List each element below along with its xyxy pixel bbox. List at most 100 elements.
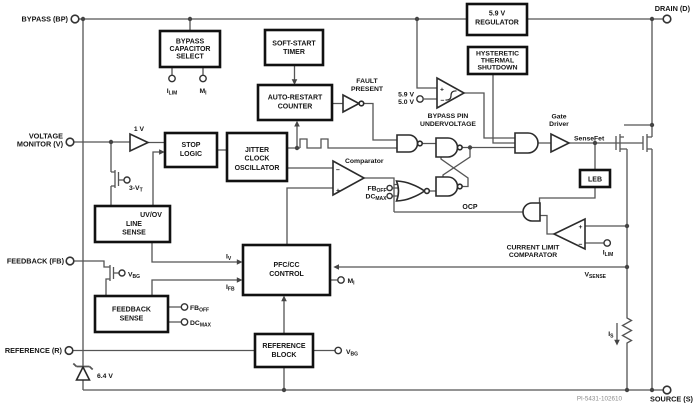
block-label: SELECT [176,54,204,61]
block-label: COUNTER [278,104,313,111]
block-label: OSCILLATOR [235,165,280,172]
signal-mi-out: MI [348,278,356,286]
part-number: PI-5431-102610 [577,396,623,403]
pin-voltage-monitor [65,137,75,147]
output-and-gate [514,132,539,154]
block-label: LINE [126,221,142,228]
block-59v-regulator: 5.9 V REGULATOR [465,2,529,37]
signal-dcmax: DCMAX [366,194,388,202]
signal-fboff-out: FBOFF [190,305,209,313]
label-fault-present: FAULT [356,78,378,85]
terminal-ilim [168,74,176,83]
block-label: 5.9 V [489,11,506,18]
block-label: SOFT-START [272,41,316,48]
clock-nand-gate [396,134,419,153]
label-bypass-pin-undervoltage: BYPASS PIN [428,113,469,120]
label-uv-high: 5.9 V [398,92,414,99]
sense-resistor [621,316,633,346]
block-label: CLOCK [245,156,270,163]
zener-anode-triangle [75,365,91,381]
current-limit-comparator-triangle [552,217,586,251]
block-label: LEB [588,177,602,184]
vsense-arrow [333,264,339,270]
block-label: TIMER [283,49,305,56]
wire-net [73,18,663,391]
block-reference-block: REFERENCE BLOCK [253,332,315,369]
label-gate-driver: Driver [549,121,569,128]
block-label: FEEDBACK [112,307,151,314]
pin-reference [64,345,74,356]
linesense-arrow [159,149,165,155]
signal-3vt: 3-VT [129,185,143,193]
block-label: REGULATOR [475,20,519,27]
clock-arrow [294,120,300,127]
block-label: STOP [182,142,201,149]
minus-sign: − [336,167,340,174]
gate-driver-triangle [550,132,571,154]
inverter-bubble [358,100,365,107]
block-label: HYSTERETIC [476,51,519,58]
block-label: SENSE [120,316,144,323]
ocp-and-gate [522,202,541,222]
block-bypass-capacitor-select: BYPASS CAPACITOR SELECT [158,29,222,69]
timer-arrow [291,79,298,85]
pwm-comparator [332,159,366,197]
block-uvov-line-sense: UV/OV LINE SENSE [93,204,172,244]
block-leb: LEB [578,168,612,189]
signal-is: IS [608,331,614,339]
terminal-uv-threshold [416,95,424,103]
block-label: CAPACITOR [170,46,211,53]
zener-diode [72,362,94,381]
signal-fboff: FBOFF [367,186,386,194]
refblock-arrow [281,295,287,302]
signal-dcmax-out: DCMAX [190,320,212,328]
plus-sign: + [336,188,340,195]
minus-sign: − [441,98,445,105]
junction-dots [80,16,655,393]
wires [73,18,663,391]
pin-label-drain: DRAIN (D) [655,4,691,13]
labels: BYPASS (BP) VOLTAGE MONITOR (V) FEEDBACK… [5,4,694,404]
terminal-dcmax-out [180,318,189,326]
gates [129,76,586,251]
terminal-dcmax-in [386,192,393,200]
terminal-fboff-out [180,303,189,311]
label-current-limit-comparator: CURRENT LIMIT [507,245,561,252]
terminal-vbg-fet [123,176,131,184]
buffer-1v [129,132,150,153]
block-label: CONTROL [269,271,304,278]
block-label: UV/OV [140,212,162,219]
block-pfc-cc-control: PFC/CC CONTROL [241,243,332,297]
signal-mi: MI [199,88,207,96]
pin-label-voltage-monitor: VOLTAGE [29,132,63,141]
nand-bubble [456,144,463,151]
terminal-ilim-right [603,239,612,247]
block-label: LOGIC [180,151,202,158]
block-label: PFC/CC [273,262,299,269]
block-hysteretic-thermal-shutdown: HYSTERETIC THERMAL SHUTDOWN [466,45,529,76]
block-label: BYPASS [176,39,205,46]
pin-drain [662,14,672,24]
block-jitter-clock-oscillator: JITTER CLOCK OSCILLATOR [225,131,289,183]
terminal-mi-out [337,276,345,284]
nand-bubble [416,140,424,147]
block-label: THERMAL [481,58,514,65]
label-uv-low: 5.0 V [398,99,414,106]
shutdown-or-gate [395,180,426,202]
minus-sign: − [579,242,583,249]
bypass-undervoltage-comparator [436,76,466,110]
block-auto-restart-counter: AUTO-RESTART COUNTER [256,83,334,122]
block-label: BLOCK [272,352,297,359]
signal-ilim: ILIM [167,88,178,96]
label-ocp: OCP [462,204,478,211]
label-zener-voltage: 6.4 V [97,373,113,380]
block-label: SENSE [122,230,146,237]
plus-sign: + [579,224,583,231]
block-stop-logic: STOP LOGIC [163,131,219,169]
label-comparator: Comparator [345,158,384,165]
signal-iv: IV [226,254,232,262]
terminal-vbg-out [334,346,343,355]
signal-vbg-fet: VBG [128,272,140,280]
hysteresis-icon [445,90,457,101]
